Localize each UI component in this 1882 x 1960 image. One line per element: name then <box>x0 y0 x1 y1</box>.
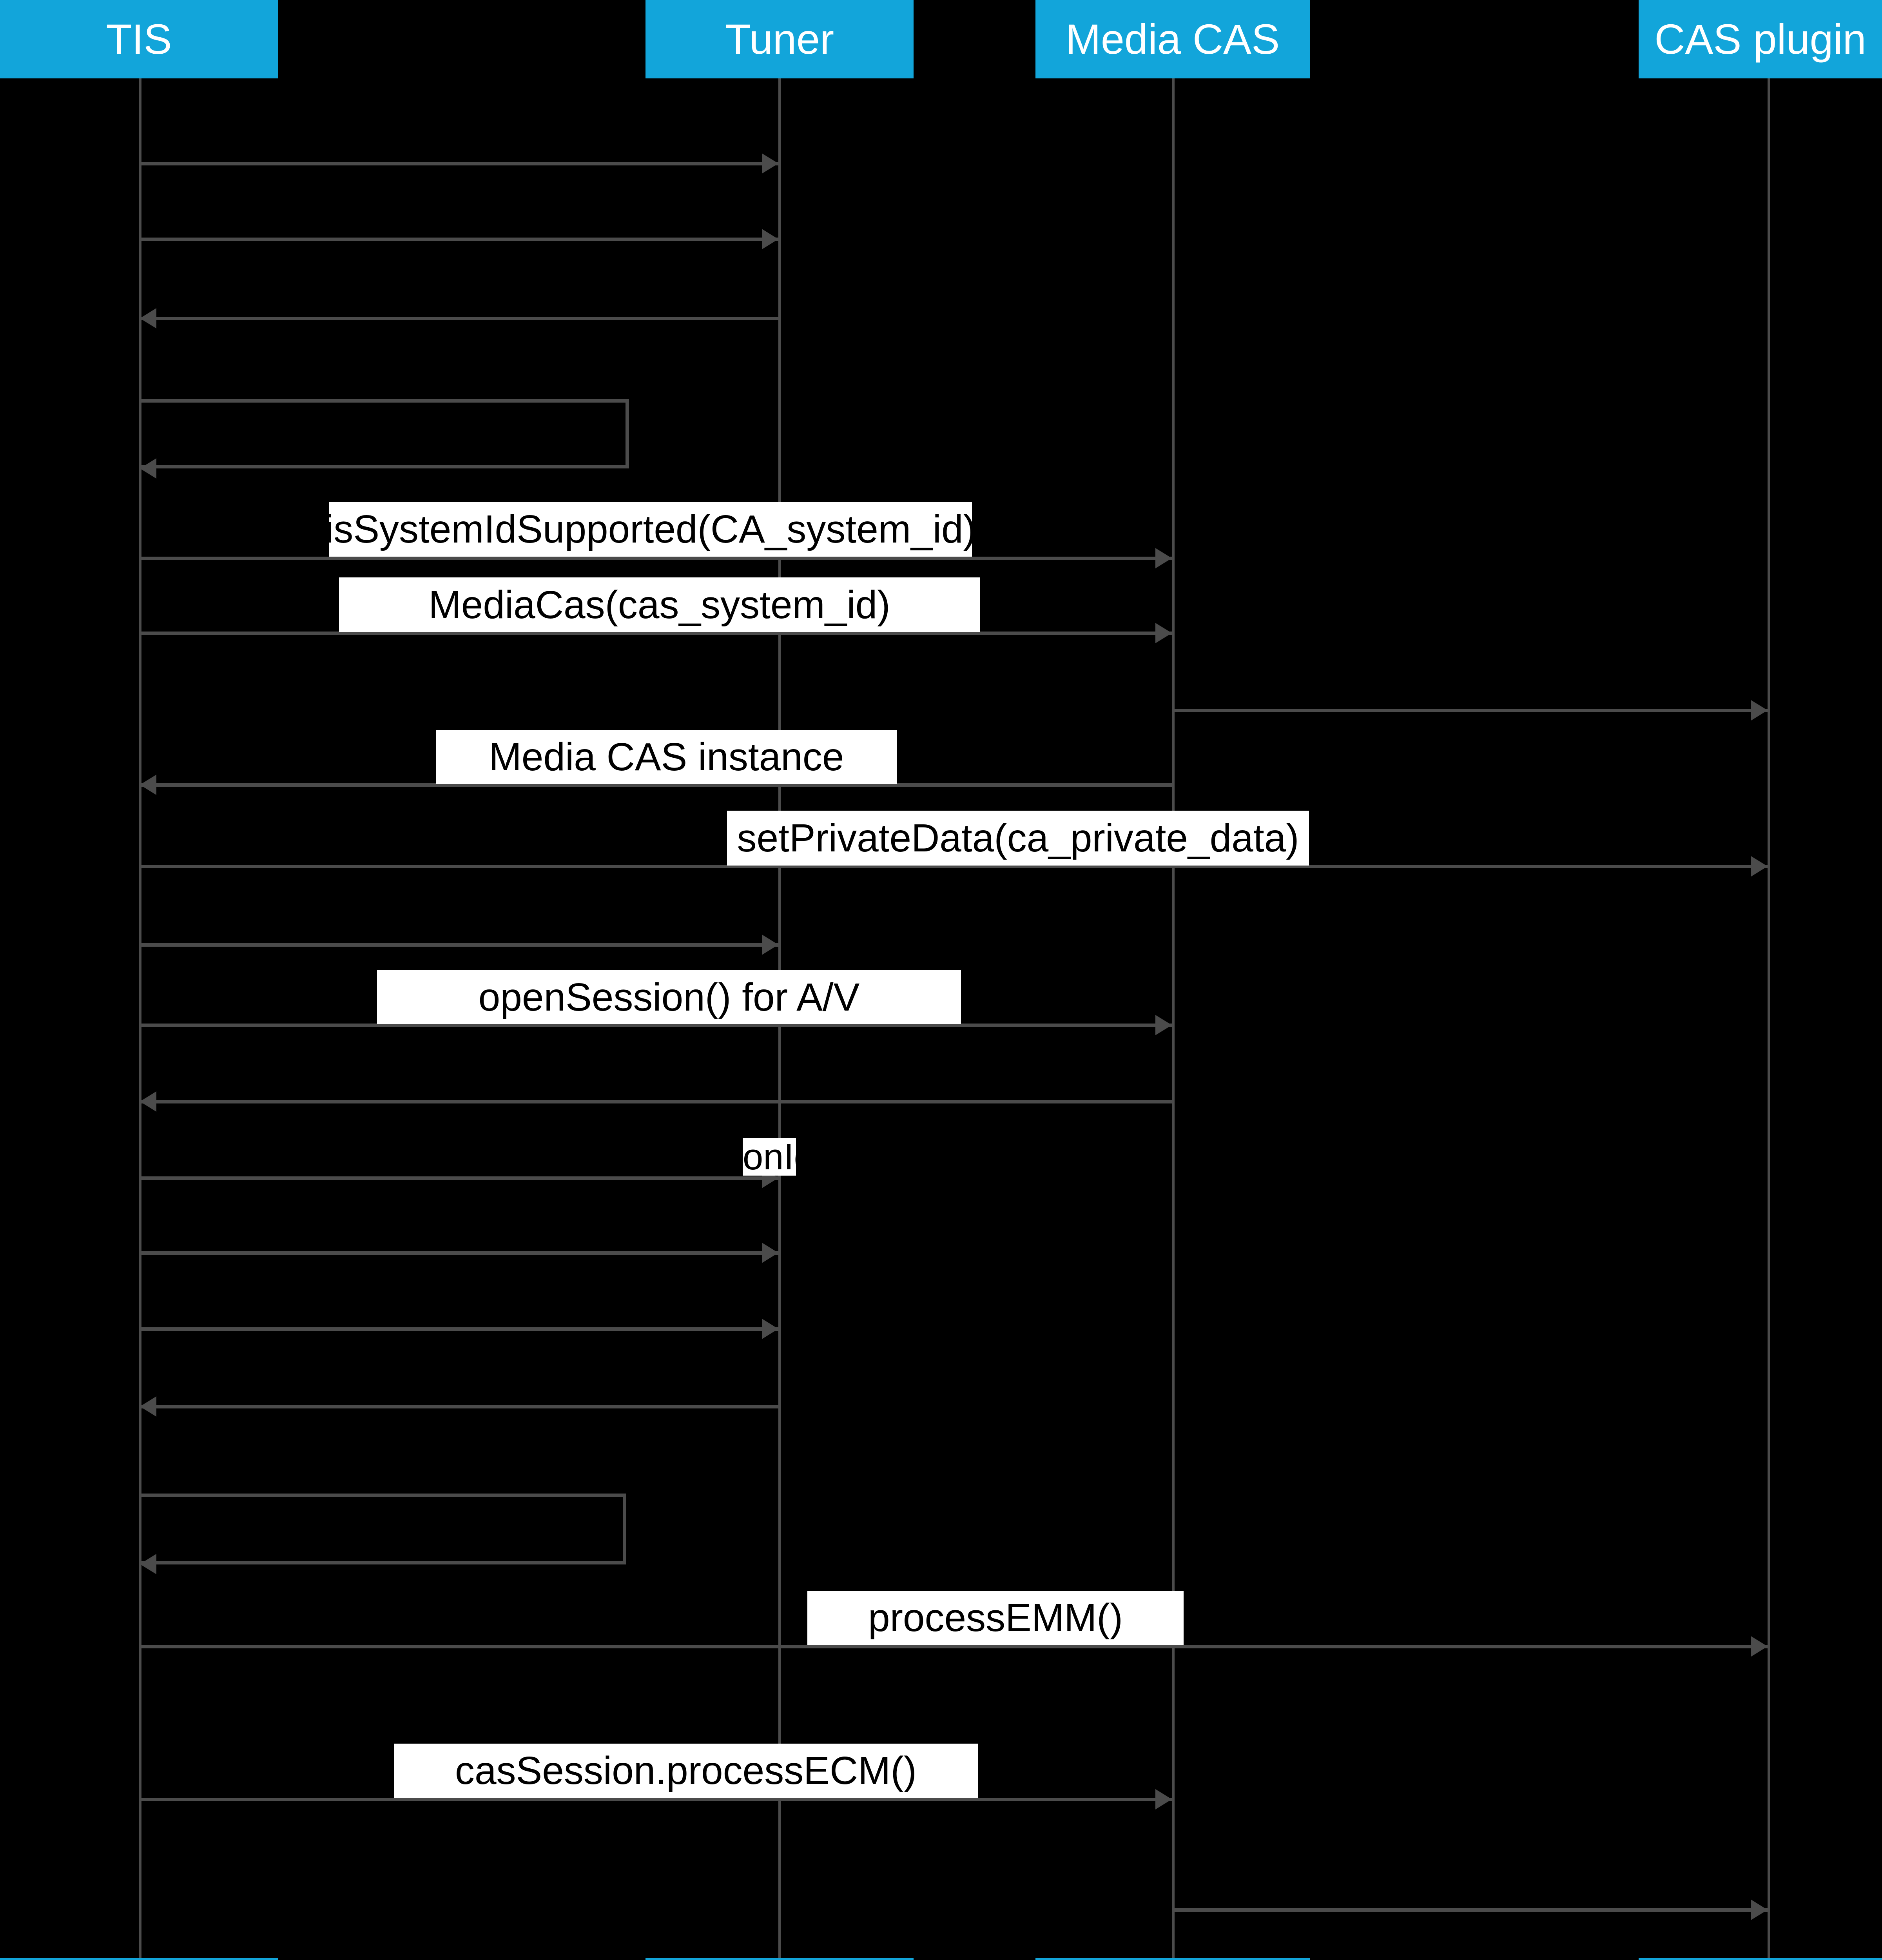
message-line-m20 <box>1173 1908 1769 1912</box>
actor-footer-media-cas[interactable]: Media CAS <box>1035 1958 1310 1960</box>
actor-header-tuner[interactable]: Tuner <box>645 0 914 78</box>
message-label-m19: casSession.processECM() <box>394 1744 978 1798</box>
actor-footer-tuner[interactable]: Tuner <box>645 1958 914 1960</box>
arrowhead-right-m15 <box>762 1319 778 1339</box>
message-line-m03 <box>140 317 780 320</box>
message-label-m06: MediaCas(cas_system_id) <box>339 577 980 632</box>
arrowhead-right-m19 <box>1155 1789 1172 1809</box>
actor-header-cas-plugin[interactable]: CAS plugin <box>1639 0 1882 78</box>
actor-footer-cas-plugin[interactable]: CAS plugin <box>1639 1958 1882 1960</box>
message-line-m09 <box>140 865 1769 868</box>
arrowhead-right-m20 <box>1751 1900 1768 1920</box>
message-label-m11: openSession() for A/V <box>377 970 961 1024</box>
self-call-loop-m17 <box>140 1494 626 1564</box>
message-line-m16 <box>140 1405 780 1408</box>
arrowhead-right-m01 <box>762 153 778 174</box>
message-line-m15 <box>140 1327 780 1331</box>
message-line-m06 <box>140 632 1173 635</box>
message-line-m19 <box>140 1798 1173 1801</box>
actor-footer-tis[interactable]: TIS <box>0 1958 278 1960</box>
message-line-m14 <box>140 1251 780 1255</box>
arrowhead-right-m05 <box>1155 548 1172 568</box>
arrowhead-right-m10 <box>762 935 778 955</box>
message-label-m05: isSystemIdSupported(CA_system_id) <box>325 502 976 557</box>
arrowhead-right-m14 <box>762 1243 778 1263</box>
message-label-m08: Media CAS instance <box>436 730 897 784</box>
message-label-m09: setPrivateData(ca_private_data) <box>727 811 1309 866</box>
arrowhead-right-m09 <box>1751 856 1768 877</box>
message-line-m08 <box>140 783 1173 787</box>
actor-header-tis[interactable]: TIS <box>0 0 278 78</box>
message-line-m18 <box>140 1645 1769 1648</box>
message-line-m12 <box>140 1100 1173 1103</box>
arrowhead-left-m16 <box>140 1396 156 1417</box>
message-label-m13: onId <box>743 1138 796 1176</box>
message-label-m18: processEMM() <box>807 1591 1184 1645</box>
arrowhead-right-m02 <box>762 229 778 249</box>
arrowhead-left-m08 <box>140 775 156 795</box>
message-line-m11 <box>140 1024 1173 1027</box>
arrowhead-left-m04 <box>140 458 156 479</box>
lifeline-tis <box>139 78 141 1958</box>
arrowhead-right-m11 <box>1155 1015 1172 1035</box>
message-line-m01 <box>140 162 780 165</box>
lifeline-media-cas <box>1172 78 1175 1958</box>
arrowhead-right-m07 <box>1751 700 1768 720</box>
message-line-m13 <box>140 1176 780 1180</box>
message-line-m02 <box>140 238 780 241</box>
message-line-m05 <box>140 557 1173 560</box>
message-line-m10 <box>140 943 780 947</box>
arrowhead-right-m06 <box>1155 623 1172 643</box>
message-line-m07 <box>1173 709 1769 712</box>
arrowhead-left-m03 <box>140 308 156 328</box>
arrowhead-left-m12 <box>140 1091 156 1112</box>
arrowhead-left-m17 <box>140 1554 156 1574</box>
arrowhead-right-m18 <box>1751 1636 1768 1657</box>
actor-header-media-cas[interactable]: Media CAS <box>1035 0 1310 78</box>
lifeline-cas-plugin <box>1768 78 1770 1958</box>
self-call-loop-m04 <box>140 399 629 468</box>
